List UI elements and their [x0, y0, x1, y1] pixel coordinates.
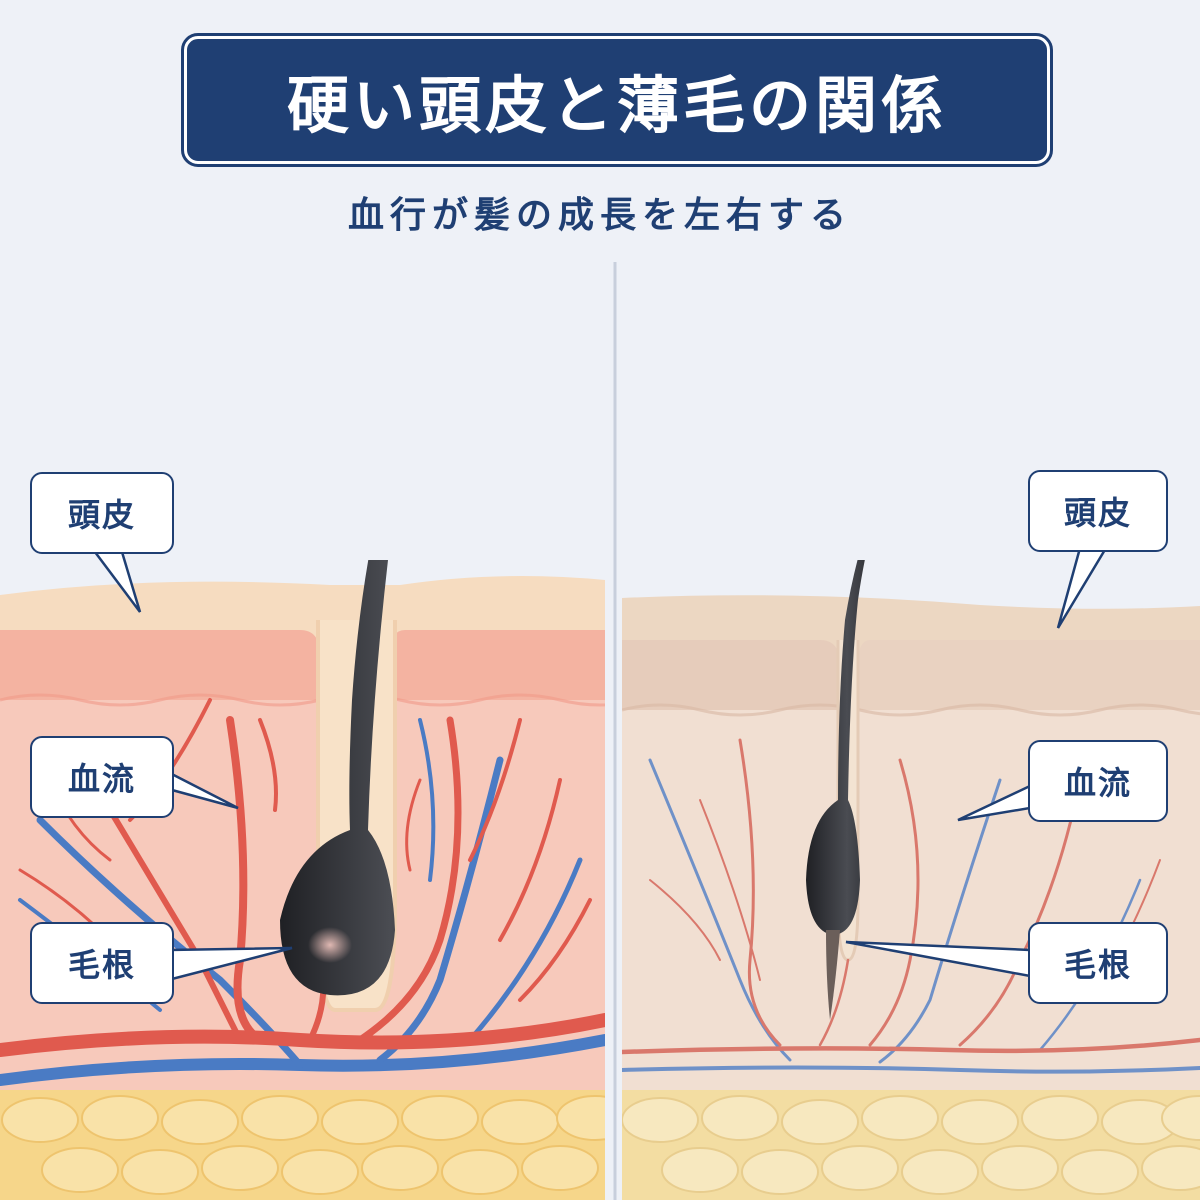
- right-hair-shaft: [806, 560, 865, 935]
- left-panel-healthy-scalp: [0, 560, 605, 1200]
- left-hair-bulb-glow: [308, 927, 352, 963]
- title-banner: 硬い頭皮と薄毛の関係: [181, 33, 1053, 167]
- right-panel-stiff-scalp: [622, 560, 1200, 1200]
- left-hair-shaft: [280, 560, 395, 996]
- right-hair-root-label: 毛根: [1028, 922, 1168, 1004]
- left-blood-flow-label: 血流: [30, 736, 174, 818]
- left-scalp-label: 頭皮: [30, 472, 174, 554]
- right-scalp-label: 頭皮: [1028, 470, 1168, 552]
- page-subtitle: 血行が髪の成長を左右する: [347, 195, 852, 236]
- page-title: 硬い頭皮と薄毛の関係: [286, 69, 947, 142]
- right-blood-flow-label: 血流: [1028, 740, 1168, 822]
- left-hair-root-label: 毛根: [30, 922, 174, 1004]
- right-hair-root-tail: [826, 930, 840, 1020]
